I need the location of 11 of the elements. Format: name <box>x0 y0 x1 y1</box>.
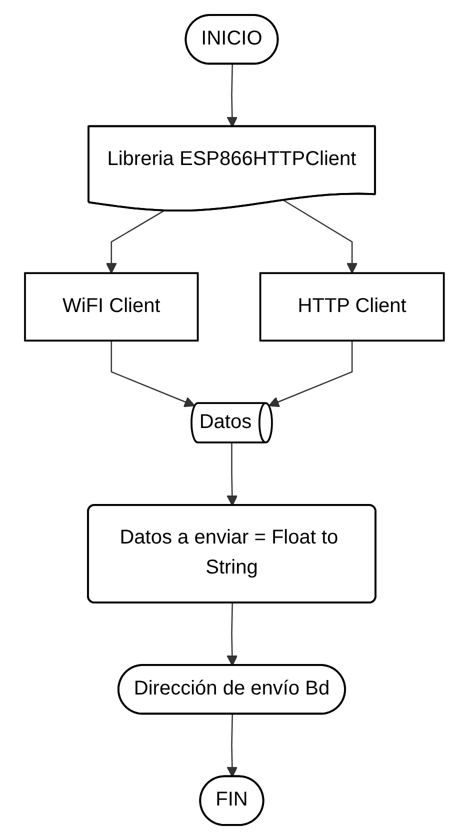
node-box: HTTP Client <box>258 272 444 342</box>
arrow <box>226 442 238 506</box>
node-text: Datos <box>198 412 252 433</box>
arrow <box>283 200 358 274</box>
arrow <box>110 340 195 408</box>
arrow <box>226 714 238 778</box>
node-box: WiFI Client <box>24 272 198 342</box>
arrow <box>105 210 164 274</box>
arrow <box>268 340 352 408</box>
arrow <box>226 603 238 666</box>
arrow <box>226 64 238 128</box>
